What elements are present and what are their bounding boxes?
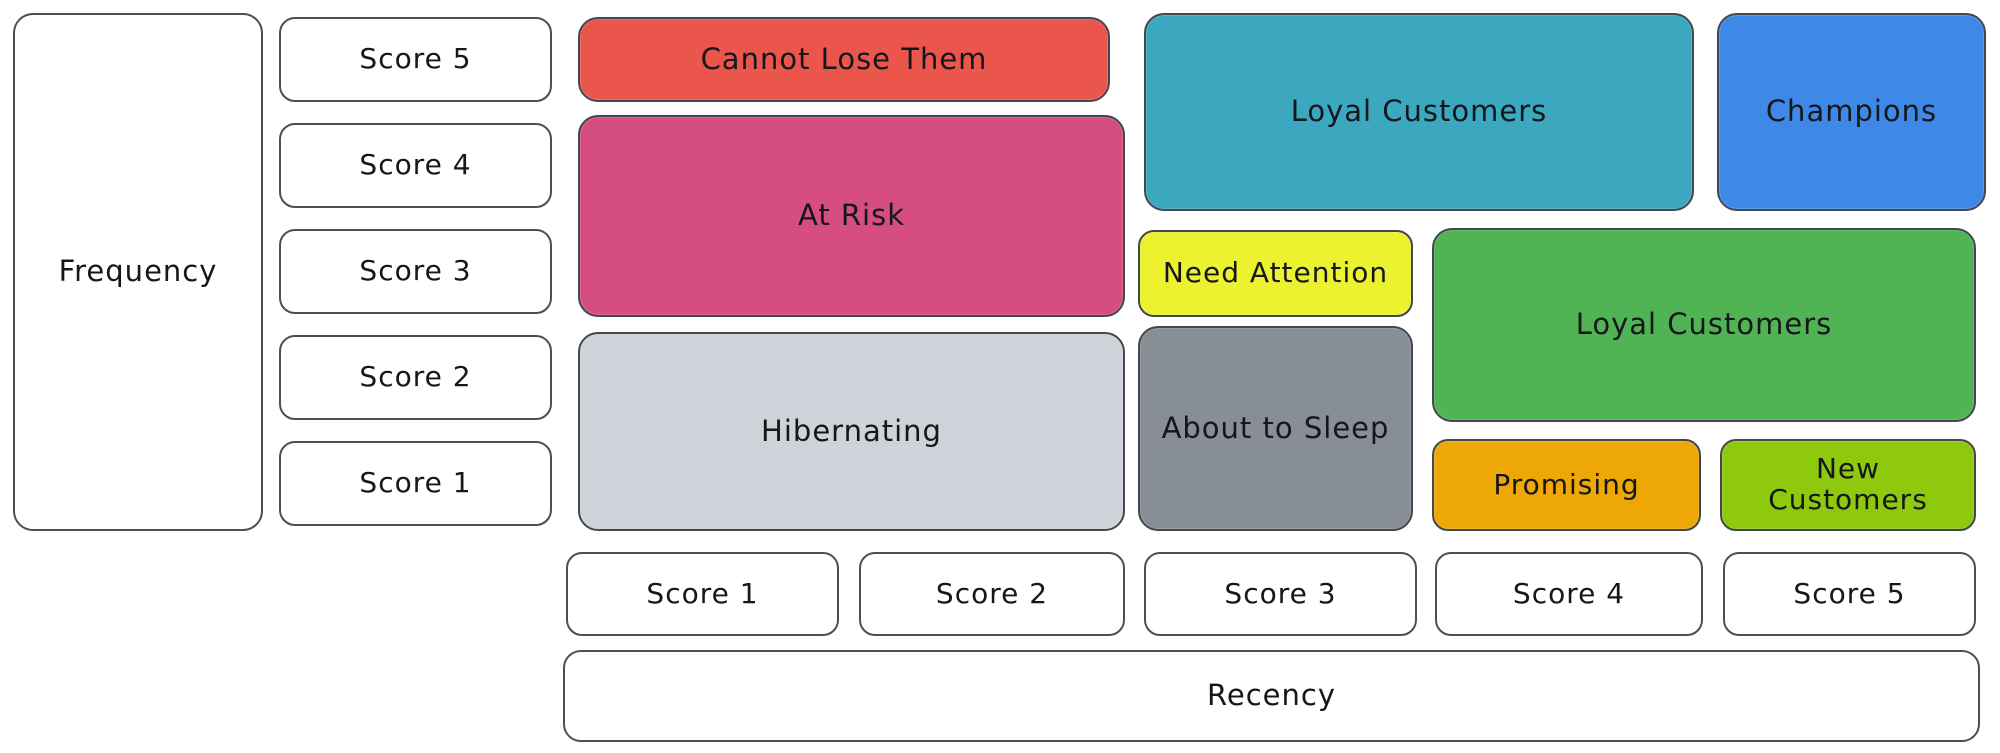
segment-at-risk: At Risk [578, 115, 1125, 317]
segment-cannot-lose-them-label: Cannot Lose Them [700, 41, 988, 76]
segment-need-attention-label: Need Attention [1162, 256, 1389, 290]
segment-at-risk-label: At Risk [797, 198, 906, 233]
recency-score-5: Score 5 [1723, 552, 1976, 636]
segment-loyal-customers-teal: Loyal Customers [1144, 13, 1694, 211]
segment-about-to-sleep: About to Sleep [1138, 326, 1413, 531]
recency-score-4-label: Score 4 [1512, 576, 1626, 610]
frequency-score-2-label: Score 2 [359, 360, 472, 394]
recency-score-3: Score 3 [1144, 552, 1417, 636]
recency-score-3-label: Score 3 [1224, 576, 1337, 610]
segment-hibernating-label: Hibernating [761, 413, 942, 448]
frequency-score-5: Score 5 [279, 17, 552, 102]
segment-loyal-customers-green: Loyal Customers [1432, 228, 1976, 422]
segment-promising: Promising [1432, 439, 1701, 531]
recency-score-1-label: Score 1 [646, 576, 759, 610]
frequency-axis-label: Frequency [58, 254, 218, 289]
segment-new-customers: New Customers [1720, 439, 1976, 531]
recency-score-4: Score 4 [1435, 552, 1703, 636]
recency-axis-label: Recency [1207, 678, 1336, 713]
segment-champions-label: Champions [1765, 94, 1938, 129]
frequency-score-3-label: Score 3 [359, 254, 472, 288]
recency-score-1: Score 1 [566, 552, 839, 636]
frequency-score-4: Score 4 [279, 123, 552, 208]
frequency-score-3: Score 3 [279, 229, 552, 314]
frequency-score-4-label: Score 4 [359, 148, 472, 182]
recency-axis-label-box: Recency [563, 650, 1980, 742]
frequency-axis-label-box: Frequency [13, 13, 263, 531]
frequency-score-2: Score 2 [279, 335, 552, 420]
segment-need-attention: Need Attention [1138, 230, 1413, 317]
recency-score-2: Score 2 [859, 552, 1125, 636]
segment-hibernating: Hibernating [578, 332, 1125, 531]
segment-loyal-customers-teal-label: Loyal Customers [1290, 94, 1548, 129]
segment-loyal-customers-green-label: Loyal Customers [1575, 307, 1833, 342]
frequency-score-5-label: Score 5 [359, 42, 472, 76]
segment-cannot-lose-them: Cannot Lose Them [578, 17, 1110, 102]
segment-about-to-sleep-label: About to Sleep [1161, 410, 1390, 445]
frequency-score-1-label: Score 1 [359, 466, 472, 500]
segment-promising-label: Promising [1493, 467, 1640, 501]
segment-new-customers-label: New Customers [1768, 452, 1928, 516]
recency-score-2-label: Score 2 [935, 576, 1049, 610]
frequency-score-1: Score 1 [279, 441, 552, 526]
segment-champions: Champions [1717, 13, 1986, 211]
recency-score-5-label: Score 5 [1793, 576, 1906, 610]
